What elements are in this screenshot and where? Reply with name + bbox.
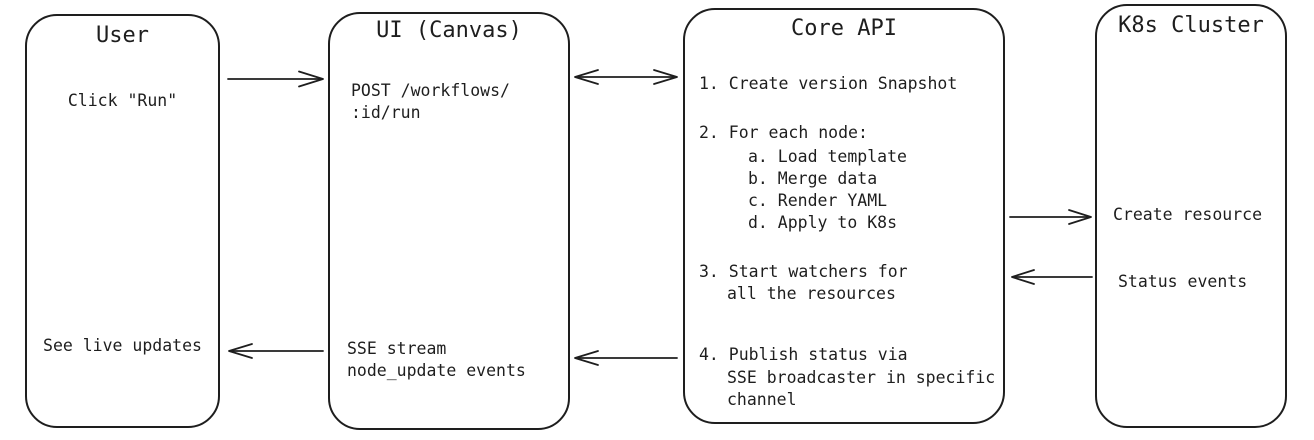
node-k8s-cluster: K8s Cluster Create resource Status event… [1095, 4, 1287, 428]
node-core-api-title: Core API [791, 16, 897, 41]
core-api-step-4-line3: channel [727, 390, 797, 409]
core-api-step-3-line2: all the resources [727, 284, 896, 303]
node-ui-canvas: UI (Canvas) POST /workflows/ :id/run SSE… [328, 12, 570, 430]
core-api-step-2d: d. Apply to K8s [748, 213, 898, 232]
node-ui-canvas-title: UI (Canvas) [376, 18, 522, 43]
node-k8s-cluster-title: K8s Cluster [1118, 13, 1264, 38]
node-user: User Click "Run" See live updates [25, 14, 220, 428]
k8s-status-events-label: Status events [1118, 272, 1248, 291]
core-api-step-4-line1: 4. Publish status via [699, 345, 908, 364]
k8s-create-resource-label: Create resource [1113, 205, 1263, 224]
ui-sse-stream-label: SSE stream [347, 339, 447, 358]
user-see-live-updates-label: See live updates [43, 336, 202, 355]
core-api-step-2: 2. For each node: [699, 123, 868, 142]
arrow-user-to-ui-icon [227, 70, 324, 88]
user-click-run-label: Click "Run" [67, 91, 178, 110]
ui-id-run-label: :id/run [351, 103, 421, 122]
arrow-ui-to-user-icon [228, 343, 324, 359]
core-api-step-4-line2: SSE broadcaster in specific [727, 368, 996, 387]
node-core-api: Core API 1. Create version Snapshot 2. F… [683, 8, 1005, 424]
arrow-ui-core-bidirectional-icon [574, 69, 678, 85]
core-api-step-2c: c. Render YAML [748, 191, 888, 210]
ui-post-workflows-label: POST /workflows/ [351, 81, 510, 100]
arrow-core-to-k8s-icon [1009, 209, 1092, 225]
arrow-k8s-to-core-icon [1011, 269, 1093, 285]
arrow-core-to-ui-icon [574, 350, 678, 366]
core-api-step-2a: a. Load template [748, 147, 907, 166]
core-api-step-2b: b. Merge data [748, 169, 878, 188]
node-user-title: User [96, 23, 149, 48]
core-api-step-1: 1. Create version Snapshot [699, 74, 958, 93]
core-api-step-3-line1: 3. Start watchers for [699, 262, 908, 281]
ui-node-update-events-label: node_update events [347, 361, 526, 380]
